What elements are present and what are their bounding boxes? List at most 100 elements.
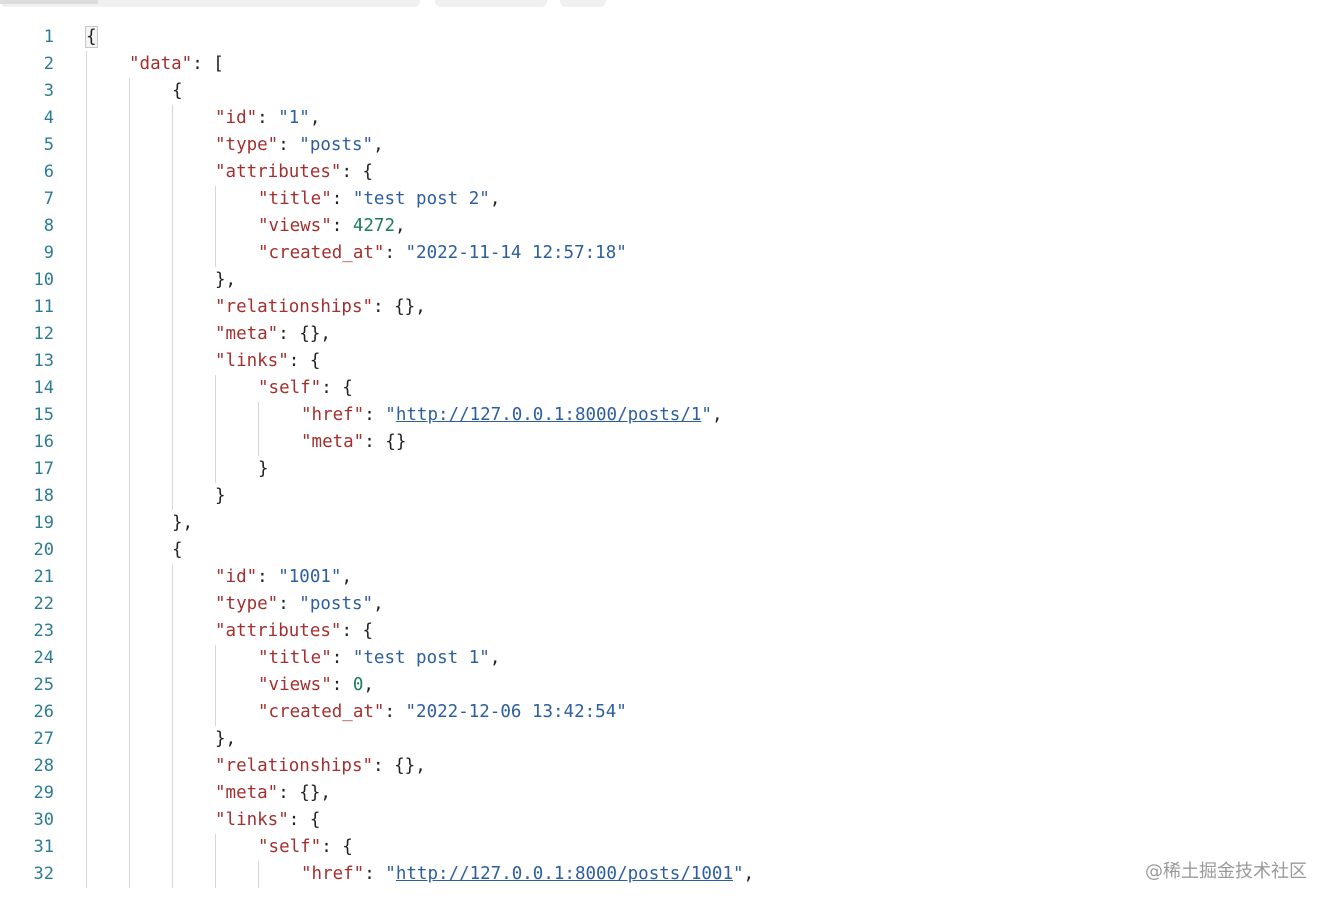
indent-guide [86, 672, 129, 699]
code-content: "self": { [86, 834, 353, 861]
code-content: { [86, 78, 183, 105]
code-content: "created_at": "2022-12-06 13:42:54" [86, 699, 627, 726]
json-key: "meta" [215, 324, 279, 344]
code-content: { [86, 537, 183, 564]
indent-guide [86, 51, 129, 78]
tab-secondary[interactable] [435, 0, 547, 7]
indent-guide [129, 267, 172, 294]
indent-guide [129, 672, 172, 699]
indent-guide [86, 402, 129, 429]
indent-guide [129, 807, 172, 834]
json-punctuation: : [257, 567, 279, 587]
json-key: "links" [215, 351, 289, 371]
line-number: 26 [33, 702, 54, 722]
indent-guide [215, 834, 258, 861]
json-punctuation: , [363, 675, 374, 695]
line-number: 17 [33, 459, 54, 479]
json-string: " [385, 405, 396, 425]
indent-guide [129, 699, 172, 726]
json-string: "test post 1" [352, 648, 490, 668]
indent-guide [129, 537, 172, 564]
json-punctuation: : [ [192, 54, 224, 74]
indent-guide [129, 510, 172, 537]
json-punctuation: : { [341, 162, 374, 182]
indent-guide [215, 672, 258, 699]
indent-guide [86, 105, 129, 132]
code-content: }, [86, 726, 236, 753]
code-content: "relationships": {}, [86, 753, 426, 780]
code-content: "title": "test post 1", [86, 645, 500, 672]
json-punctuation: : { [341, 621, 374, 641]
line-number: 31 [33, 837, 54, 857]
line-number: 29 [33, 783, 54, 803]
indent-guide [129, 213, 172, 240]
indent-guide [129, 645, 172, 672]
json-punctuation: : [331, 216, 353, 236]
json-key: "self" [258, 378, 322, 398]
line-number: 19 [33, 513, 54, 533]
indent-guide [129, 429, 172, 456]
indent-guide [215, 375, 258, 402]
code-content: "attributes": { [86, 159, 373, 186]
tab-response[interactable] [0, 0, 420, 7]
code-line: 28"relationships": {}, [0, 753, 1331, 780]
indent-guide [129, 456, 172, 483]
json-key: "views" [258, 675, 332, 695]
line-number: 15 [33, 405, 54, 425]
indent-guide [129, 591, 172, 618]
indent-guide [172, 186, 215, 213]
json-punctuation: : [331, 675, 353, 695]
indent-guide [172, 402, 215, 429]
json-punctuation: , [373, 135, 384, 155]
indent-guide [86, 294, 129, 321]
line-number: 22 [33, 594, 54, 614]
indent-guide [129, 564, 172, 591]
code-content: "data": [ [86, 51, 224, 78]
code-content: "href": "http://127.0.0.1:8000/posts/1", [86, 402, 722, 429]
code-line: 31 "self": { [0, 834, 1331, 861]
active-tab-indicator [0, 0, 98, 4]
code-content: "type": "posts", [86, 132, 384, 159]
indent-guide [215, 861, 258, 888]
indent-guide [86, 834, 129, 861]
indent-guide [86, 267, 129, 294]
indent-guide [86, 753, 129, 780]
json-url-link[interactable]: http://127.0.0.1:8000/posts/1001 [395, 864, 733, 884]
code-content: } [86, 483, 226, 510]
indent-guide [86, 375, 129, 402]
indent-guide [86, 510, 129, 537]
code-content: "created_at": "2022-11-14 12:57:18" [86, 240, 627, 267]
code-line: 32 "href": "http://127.0.0.1:8000/posts/1… [0, 861, 1331, 888]
indent-guide [129, 78, 172, 105]
code-line: 17} [0, 456, 1331, 483]
code-content: "links": { [86, 348, 320, 375]
line-number: 10 [33, 270, 54, 290]
json-key: "id" [215, 108, 258, 128]
json-string: "2022-12-06 13:42:54" [405, 702, 627, 722]
indent-guide [86, 186, 129, 213]
indent-guide [129, 834, 172, 861]
line-number: 32 [33, 864, 54, 884]
code-content: "href": "http://127.0.0.1:8000/posts/100… [86, 861, 754, 888]
code-line: 14"self": { [0, 375, 1331, 402]
json-punctuation: : { [321, 837, 353, 857]
indent-guide [129, 348, 172, 375]
tab-tertiary[interactable] [560, 0, 606, 7]
indent-guide [129, 294, 172, 321]
json-key: "id" [215, 567, 258, 587]
indent-guide [172, 591, 215, 618]
json-string: " [701, 405, 712, 425]
line-number: 16 [33, 432, 54, 452]
indent-guide [86, 780, 129, 807]
json-punctuation: : [257, 108, 279, 128]
indent-guide [172, 564, 215, 591]
json-key: "href" [301, 405, 365, 425]
json-url-link[interactable]: http://127.0.0.1:8000/posts/1 [395, 405, 702, 425]
json-code-viewer[interactable]: 1{2"data": [3{4"id": "1",5"type": "posts… [0, 24, 1331, 904]
json-string: "posts" [299, 135, 374, 155]
line-number: 27 [33, 729, 54, 749]
watermark: @稀土掘金技术社区 [1145, 861, 1307, 882]
json-string: "1001" [278, 567, 342, 587]
indent-guide [172, 753, 215, 780]
tab-strip [0, 0, 1331, 8]
